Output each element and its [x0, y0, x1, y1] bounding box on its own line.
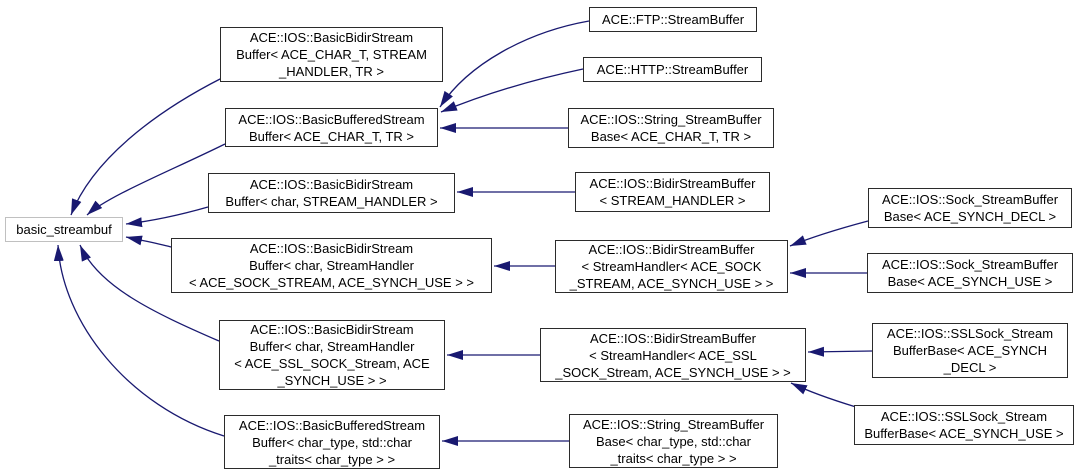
node-ftp-streambuffer[interactable]: ACE::FTP::StreamBuffer	[589, 7, 757, 32]
edge-basic-buffered-tpl-to-basic-streambuf	[86, 143, 226, 216]
node-bidir-streambuffer-handler[interactable]: ACE::IOS::BidirStreamBuffer < STREAM_HAN…	[575, 172, 770, 212]
edge-basic-bidir-char-to-basic-streambuf	[125, 206, 209, 228]
node-bidir-streambuffer-ssl[interactable]: ACE::IOS::BidirStreamBuffer < StreamHand…	[540, 328, 806, 382]
node-basic-bidir-streambuffer-ssl[interactable]: ACE::IOS::BasicBidirStream Buffer< char,…	[219, 320, 445, 390]
node-basic-buffered-streambuffer-template[interactable]: ACE::IOS::BasicBufferedStream Buffer< AC…	[225, 108, 438, 147]
node-http-streambuffer[interactable]: ACE::HTTP::StreamBuffer	[583, 57, 762, 82]
edge-sslsock-sb-use-to-bidir-sb-ssl	[790, 382, 857, 408]
edge-sslsock-sb-decl-to-bidir-sb-ssl	[807, 346, 873, 357]
node-basic-bidir-streambuffer-sock[interactable]: ACE::IOS::BasicBidirStream Buffer< char,…	[171, 238, 492, 293]
node-basic-buffered-streambuffer-chartype[interactable]: ACE::IOS::BasicBufferedStream Buffer< ch…	[224, 415, 440, 469]
edge-sock-sb-decl-to-bidir-sb-sock	[789, 220, 869, 247]
node-string-streambuffer-chartype[interactable]: ACE::IOS::String_StreamBuffer Base< char…	[569, 414, 778, 468]
node-bidir-streambuffer-sock[interactable]: ACE::IOS::BidirStreamBuffer < StreamHand…	[555, 240, 788, 293]
node-string-streambuffer-template[interactable]: ACE::IOS::String_StreamBuffer Base< ACE_…	[568, 108, 774, 148]
node-sslsock-streambuffer-use[interactable]: ACE::IOS::SSLSock_Stream BufferBase< ACE…	[854, 405, 1074, 445]
node-basic-streambuf: basic_streambuf	[5, 217, 123, 242]
node-sock-streambuffer-decl[interactable]: ACE::IOS::Sock_StreamBuffer Base< ACE_SY…	[868, 188, 1072, 228]
edge-basic-bidir-sock-to-basic-streambuf	[125, 235, 172, 248]
edge-http-streambuffer-to-basic-buffered-tpl	[440, 68, 584, 113]
edge-basic-bidir-tpl-to-basic-streambuf	[70, 77, 223, 216]
edge-basic-bidir-ssl-to-basic-streambuf	[79, 244, 220, 342]
node-basic-bidir-streambuffer-template[interactable]: ACE::IOS::BasicBidirStream Buffer< ACE_C…	[220, 27, 443, 82]
node-sock-streambuffer-use[interactable]: ACE::IOS::Sock_StreamBuffer Base< ACE_SY…	[867, 253, 1073, 293]
node-sslsock-streambuffer-decl[interactable]: ACE::IOS::SSLSock_Stream BufferBase< ACE…	[872, 323, 1068, 378]
edge-basic-buffered-chartype-to-basic-streambuf	[53, 244, 225, 437]
node-basic-bidir-streambuffer-char[interactable]: ACE::IOS::BasicBidirStream Buffer< char,…	[208, 173, 455, 213]
edge-ftp-streambuffer-to-basic-buffered-tpl	[439, 20, 590, 108]
